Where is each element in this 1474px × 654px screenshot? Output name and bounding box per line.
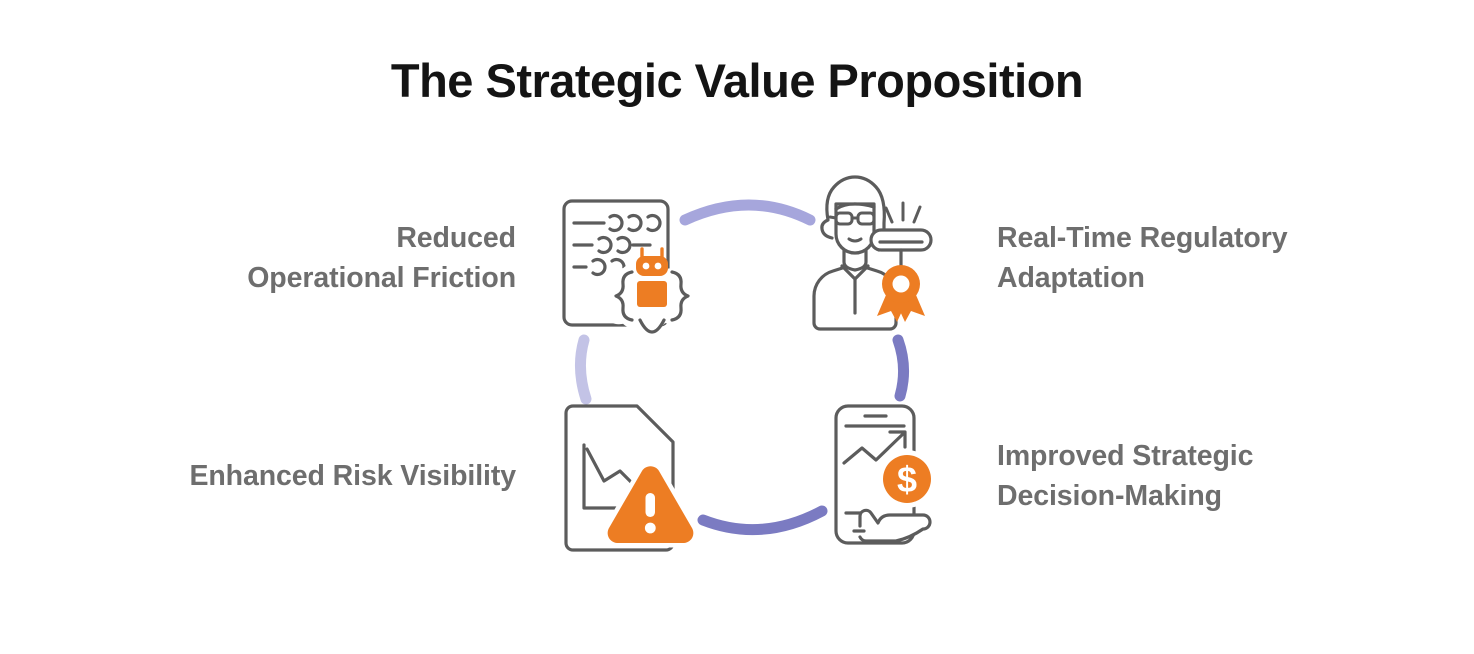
- arc-right-connector: [892, 334, 909, 402]
- person-stamp-award-icon: [812, 175, 933, 331]
- node-label-real-time-regulatory-adaptation: Real-Time Regulatory Adaptation: [997, 218, 1427, 299]
- award-seal-center: [892, 275, 910, 293]
- robot-arm-right: [670, 270, 690, 322]
- person-hair-fringe: [834, 202, 876, 211]
- rising-trend-line: [842, 431, 906, 465]
- stamp-spark-right: [912, 205, 922, 224]
- node-label-line-1: Improved Strategic: [997, 440, 1254, 472]
- node-label-line-2: Adaptation: [997, 262, 1145, 295]
- doc-text-curl-2b: [616, 235, 632, 255]
- person-face: [834, 202, 876, 255]
- node-label-improved-strategic-decision-making: Improved Strategic Decision-Making: [997, 436, 1417, 517]
- warning-exclamation-dot: [644, 522, 656, 534]
- robot-body: [637, 281, 667, 307]
- glasses-temple: [828, 215, 838, 220]
- dollar-coin: [883, 455, 931, 503]
- arc-top-connector: [679, 199, 816, 226]
- open-hand: [858, 508, 932, 543]
- warning-exclamation-bar: [645, 493, 655, 517]
- node-label-line-1: Enhanced Risk Visibility: [189, 460, 516, 492]
- robot-eye-left: [642, 262, 650, 270]
- doc-text-curl-1c: [646, 213, 662, 233]
- doc-text-curl-1a: [608, 213, 624, 233]
- robot-foot: [638, 318, 666, 334]
- page-title: The Strategic Value Proposition: [390, 54, 1084, 107]
- node-label-line-2: Decision-Making: [997, 480, 1222, 513]
- robot-eye-right: [654, 262, 662, 270]
- node-label-line-1: Reduced: [396, 222, 516, 254]
- person-hair: [820, 175, 886, 252]
- node-label-reduced-operational-friction: Reduced Operational Friction: [96, 218, 516, 299]
- document-robot-icon: [562, 199, 690, 334]
- doc-text-curl-3a: [591, 257, 607, 277]
- node-label-enhanced-risk-visibility: Enhanced Risk Visibility: [36, 456, 516, 496]
- stamp-handle: [869, 228, 933, 252]
- rising-trend-arrowhead: [888, 430, 907, 449]
- robot-head: [636, 256, 668, 276]
- arc-left-connector: [575, 334, 592, 405]
- connector-arcs: [575, 199, 909, 536]
- doc-text-curl-1b: [627, 213, 643, 233]
- person-mouth: [847, 237, 863, 243]
- dollar-sign-icon: $: [897, 459, 917, 500]
- node-label-line-2: Operational Friction: [247, 262, 516, 295]
- mobile-growth-money-icon: $: [834, 404, 936, 545]
- doc-text-curl-2a: [597, 235, 613, 255]
- arc-bottom-connector: [697, 505, 828, 536]
- node-label-line-1: Real-Time Regulatory: [997, 222, 1288, 254]
- robot-arm-left: [614, 270, 634, 322]
- report-warning-icon: [564, 404, 698, 552]
- cycle-diagram: $: [540, 168, 960, 568]
- person-neck: [842, 250, 868, 272]
- stamp-spark-left: [884, 206, 894, 224]
